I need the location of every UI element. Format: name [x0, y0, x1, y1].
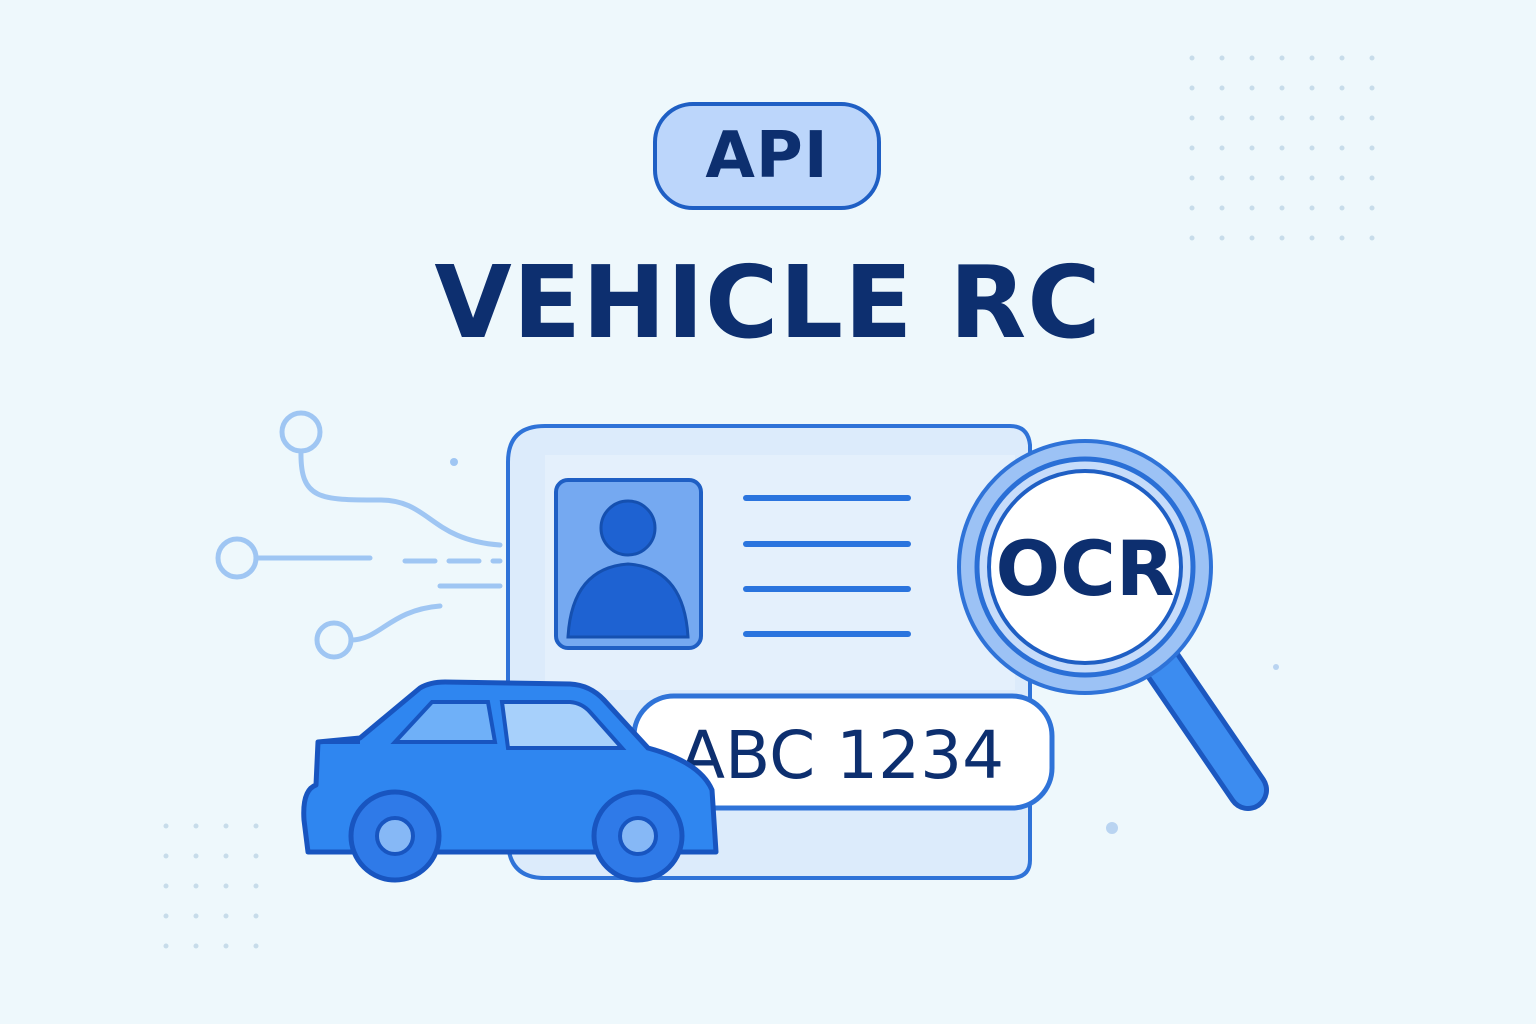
decor-dot: [1219, 55, 1225, 61]
decor-dot: [253, 913, 259, 919]
decor-dot: [1369, 235, 1375, 241]
decor-dot: [1219, 175, 1225, 181]
decor-dot: [1219, 235, 1225, 241]
ocr-label: OCR: [996, 524, 1175, 613]
decor-dot: [1339, 55, 1345, 61]
decor-dot: [223, 913, 229, 919]
decor-dot: [1279, 235, 1285, 241]
decor-dot: [1339, 205, 1345, 211]
sparkle-dot: [1273, 664, 1279, 670]
decor-dot: [1369, 205, 1375, 211]
decor-dot: [193, 913, 199, 919]
document-text-lines: [743, 495, 911, 637]
decor-dot: [1279, 55, 1285, 61]
decor-dot: [1249, 235, 1255, 241]
decor-dot: [223, 823, 229, 829]
decor-dot: [1339, 175, 1345, 181]
circuit-lines-icon: [215, 410, 503, 660]
decor-dot: [1369, 85, 1375, 91]
decor-dot: [163, 883, 169, 889]
decor-dot: [1189, 175, 1195, 181]
car-icon: [301, 679, 719, 883]
page-title: VEHICLE RC: [434, 244, 1102, 361]
decor-dot: [1309, 115, 1315, 121]
decor-dot: [193, 853, 199, 859]
decor-dot: [193, 823, 199, 829]
decor-dot: [163, 853, 169, 859]
decor-dot: [193, 943, 199, 949]
decor-dot: [1189, 145, 1195, 151]
sparkle-dot: [450, 458, 458, 466]
decor-dot: [163, 943, 169, 949]
decor-dot: [1249, 55, 1255, 61]
decor-dot: [1279, 85, 1285, 91]
decor-dot: [223, 853, 229, 859]
decor-dot: [1369, 115, 1375, 121]
decor-dot: [1249, 115, 1255, 121]
plate-number: ABC 1234: [680, 717, 1004, 794]
decor-dot: [1189, 235, 1195, 241]
decor-dot: [1219, 85, 1225, 91]
decor-dot: [1219, 145, 1225, 151]
decor-dot: [1189, 205, 1195, 211]
decor-dot: [1249, 145, 1255, 151]
sparkle-dot: [1106, 822, 1118, 834]
decor-dot: [223, 943, 229, 949]
decor-dot: [253, 823, 259, 829]
dot-grid-bottom-left-icon: [163, 823, 259, 949]
decor-dot: [253, 943, 259, 949]
api-badge-label: API: [705, 119, 829, 193]
dot-grid-top-right-icon: [1189, 55, 1375, 241]
decor-dot: [1339, 145, 1345, 151]
decor-dot: [1309, 145, 1315, 151]
decor-dot: [193, 883, 199, 889]
decor-dot: [1189, 115, 1195, 121]
decor-dot: [1219, 115, 1225, 121]
decor-dot: [1189, 85, 1195, 91]
decor-dot: [253, 853, 259, 859]
decor-dot: [1249, 205, 1255, 211]
decor-dot: [1279, 175, 1285, 181]
decor-dot: [1339, 115, 1345, 121]
decor-dot: [1309, 235, 1315, 241]
decor-dot: [163, 823, 169, 829]
decor-dot: [1309, 205, 1315, 211]
license-plate-icon: ABC 1234: [631, 693, 1055, 811]
magnifier-icon: OCR: [957, 439, 1269, 811]
api-badge: API: [653, 102, 881, 210]
decor-dot: [1249, 175, 1255, 181]
decor-dot: [1279, 115, 1285, 121]
decor-dot: [1369, 145, 1375, 151]
decor-dot: [253, 883, 259, 889]
decor-dot: [1309, 85, 1315, 91]
decor-dot: [1309, 55, 1315, 61]
decor-dot: [1369, 55, 1375, 61]
decor-dot: [1189, 55, 1195, 61]
decor-dot: [1219, 205, 1225, 211]
decor-dot: [1339, 85, 1345, 91]
decor-dot: [1339, 235, 1345, 241]
decor-dot: [163, 913, 169, 919]
decor-dot: [1309, 175, 1315, 181]
decor-dot: [1279, 205, 1285, 211]
decor-dot: [1369, 175, 1375, 181]
decor-dot: [1249, 85, 1255, 91]
decor-dot: [223, 883, 229, 889]
decor-dot: [1279, 145, 1285, 151]
